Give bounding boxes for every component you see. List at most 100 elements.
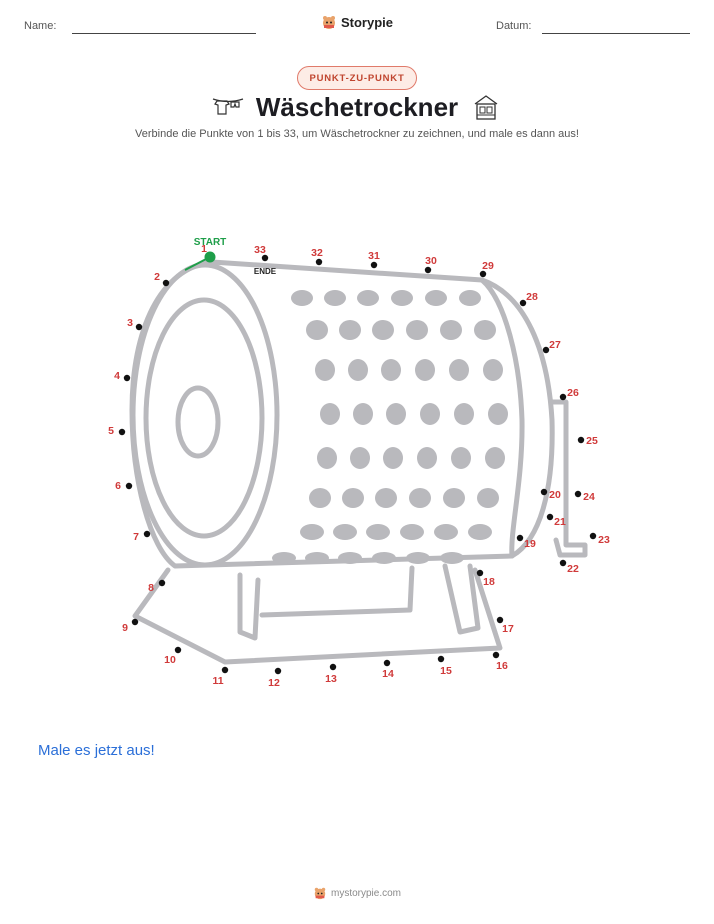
- dot-label-1: 1: [201, 243, 207, 255]
- drum-hole: [291, 290, 313, 306]
- drum-hole: [391, 290, 413, 306]
- drum-hole: [306, 320, 328, 340]
- dot-label-28: 28: [526, 291, 538, 303]
- drum-hole: [459, 290, 481, 306]
- puzzle-dot-3: [135, 323, 143, 331]
- puzzle-dot-29: [479, 270, 487, 278]
- footer: mystorypie.com: [0, 886, 714, 905]
- drum-hole: [305, 552, 329, 564]
- dot-label-32: 32: [311, 247, 323, 259]
- drum-hole: [449, 359, 469, 381]
- dot-label-24: 24: [583, 491, 595, 503]
- drum-hole: [425, 290, 447, 306]
- drum-hole: [474, 320, 496, 340]
- drum-hole: [406, 552, 430, 564]
- category-badge: PUNKT-ZU-PUNKT: [297, 66, 417, 90]
- start-dot: [204, 251, 216, 263]
- drum-hole: [440, 320, 462, 340]
- dot-label-9: 9: [122, 622, 128, 634]
- drum-hole: [353, 403, 373, 425]
- name-label: Name:: [24, 20, 57, 32]
- dot-label-11: 11: [212, 675, 223, 687]
- name-field[interactable]: [72, 33, 256, 34]
- puzzle-dot-25: [577, 436, 585, 444]
- dot-label-18: 18: [483, 576, 495, 588]
- drum-hole: [272, 552, 296, 564]
- puzzle-dot-13: [329, 663, 337, 671]
- dot-label-12: 12: [268, 677, 280, 689]
- drum-hole: [339, 320, 361, 340]
- dot-label-31: 31: [368, 250, 380, 262]
- drum-hole: [309, 488, 331, 508]
- puzzle-dot-5: [118, 428, 126, 436]
- drum-hole: [375, 488, 397, 508]
- drum-hole: [372, 552, 396, 564]
- drum-hole: [483, 359, 503, 381]
- drum-hole: [400, 524, 424, 540]
- drum-hole: [317, 447, 337, 469]
- footer-url: mystorypie.com: [330, 887, 401, 899]
- puzzle-dot-20: [540, 488, 548, 496]
- dot-label-14: 14: [382, 668, 394, 680]
- puzzle-dot-11: [221, 666, 229, 674]
- puzzle-dot-2: [162, 279, 170, 287]
- drum-hole: [451, 447, 471, 469]
- drum-hole: [324, 290, 346, 306]
- puzzle-dot-32: [315, 258, 323, 266]
- dot-label-21: 21: [554, 516, 566, 528]
- drum-hole: [406, 320, 428, 340]
- drum-hole: [348, 359, 368, 381]
- dot-label-19: 19: [524, 538, 536, 550]
- dot-label-5: 5: [108, 425, 114, 437]
- dot-label-3: 3: [127, 317, 133, 329]
- date-label: Datum:: [496, 20, 532, 32]
- drum-hole: [440, 552, 464, 564]
- dot-label-27: 27: [549, 339, 561, 351]
- drum-hole: [315, 359, 335, 381]
- date-field[interactable]: [542, 33, 690, 34]
- puzzle-dot-22: [559, 559, 567, 567]
- dot-label-25: 25: [586, 435, 598, 447]
- puzzle-dot-15: [437, 655, 445, 663]
- puzzle-dot-26: [559, 393, 567, 401]
- drum-hole: [383, 447, 403, 469]
- drum-hole: [434, 524, 458, 540]
- puzzle-dot-6: [125, 482, 133, 490]
- drum-hole: [415, 359, 435, 381]
- instruction-text: Verbinde die Punkte von 1 bis 33, um Wäs…: [135, 128, 579, 140]
- drum-hole: [338, 552, 362, 564]
- brand-logo: Storypie: [0, 14, 714, 35]
- drum-hole: [443, 488, 465, 508]
- drum-hole: [366, 524, 390, 540]
- drum-hole: [300, 524, 324, 540]
- dot-label-10: 10: [164, 654, 176, 666]
- puzzle-dot-33: [261, 254, 269, 262]
- puzzle-dot-18: [476, 569, 484, 577]
- dot-label-33: 33: [254, 244, 266, 256]
- drum-hole: [342, 488, 364, 508]
- storypie-mascot-icon: [314, 887, 326, 900]
- drum-hole: [386, 403, 406, 425]
- dot-label-20: 20: [549, 489, 561, 501]
- puzzle-dot-12: [274, 667, 282, 675]
- dot-label-15: 15: [440, 665, 452, 677]
- dot-label-6: 6: [115, 480, 121, 492]
- drum-hole: [488, 403, 508, 425]
- end-label: ENDE: [254, 267, 277, 276]
- dot-label-17: 17: [502, 623, 514, 635]
- dryer-outline: [129, 259, 588, 665]
- puzzle-dot-9: [131, 618, 139, 626]
- dot-label-23: 23: [598, 534, 610, 546]
- drum-hole: [454, 403, 474, 425]
- dot-label-16: 16: [496, 660, 508, 672]
- dot-label-22: 22: [567, 563, 579, 575]
- start-label: START: [194, 237, 227, 248]
- puzzle-dot-8: [158, 579, 166, 587]
- drum-hole: [320, 403, 340, 425]
- laundry-line-icon: [212, 98, 244, 115]
- drum-hole: [333, 524, 357, 540]
- dot-label-8: 8: [148, 582, 154, 594]
- drum-hole: [381, 359, 401, 381]
